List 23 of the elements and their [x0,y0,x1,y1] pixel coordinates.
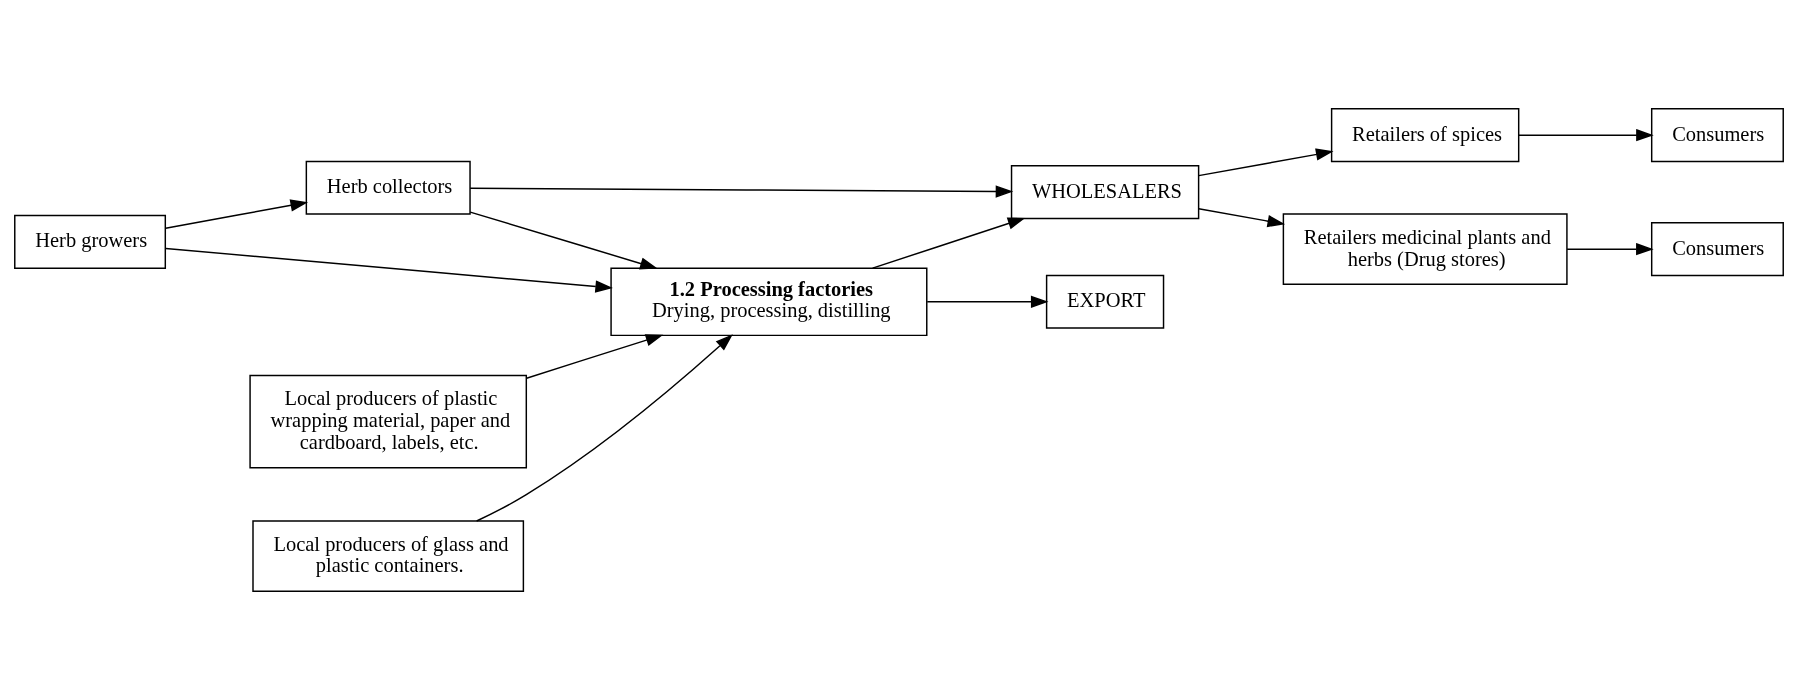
arrow [469,185,1014,198]
node-box: Local producers of plastic wrapping material, paper and cardboard, labels, etc. [249,374,528,469]
node-box: Consumers [1650,108,1784,163]
node-box: Retailers medicinal plants and herbs (Drug stores) [1282,213,1568,285]
node-box: 1.2 Processing factories Drying, processing, distilling [610,267,928,337]
node-box: Consumers [1650,222,1784,277]
node-box: Local producers of glass and plastic containers. [252,520,525,592]
arrow [926,295,1049,308]
arrow [469,211,658,270]
node-box: Herb collectors [305,160,471,215]
arrow [871,217,1026,269]
arrow [1566,243,1654,256]
arrow [1518,129,1654,142]
node-box: Herb growers [14,214,167,269]
node-box: Retailers of spices [1330,108,1520,163]
arrow [165,247,613,293]
node-box: EXPORT [1045,274,1165,329]
arrow [164,199,308,229]
arrow [1197,208,1286,228]
arrow [525,334,664,379]
arrow [1197,148,1334,177]
arrow [475,334,733,522]
node-box: WHOLESALERS [1010,165,1200,220]
